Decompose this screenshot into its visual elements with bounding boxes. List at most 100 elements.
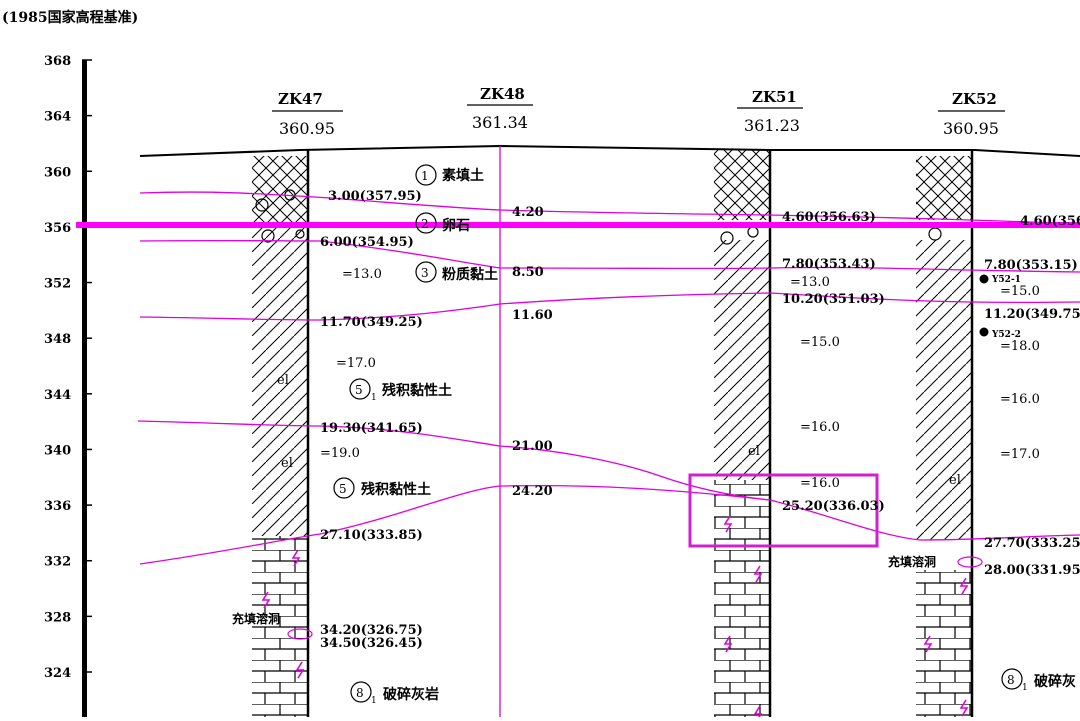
spt-value: =17.0	[1000, 447, 1040, 462]
depth-label: 3.00(357.95)	[328, 189, 422, 204]
axis-tick-label: 360	[44, 165, 71, 180]
depth-label: 27.10(333.85)	[320, 528, 423, 543]
elevation-axis-bar	[82, 60, 87, 717]
cave-fill-label: 充填溶洞	[888, 554, 936, 569]
axis-tick-label: 352	[44, 277, 71, 292]
borehole-column-zk47	[252, 150, 310, 717]
depth-label: 28.00(331.95)	[984, 563, 1080, 578]
svg-text:5: 5	[355, 383, 363, 397]
depth-label: 7.80(353.15)	[984, 258, 1078, 273]
svg-text:8: 8	[356, 686, 364, 700]
svg-text:1: 1	[421, 169, 429, 183]
depth-labels-zk47: 3.00(357.95) 6.00(354.95) 11.70(349.25) …	[320, 189, 423, 651]
axis-tick-label: 348	[44, 332, 71, 347]
axis-tick-label: 324	[44, 666, 71, 681]
spt-value: =15.0	[800, 335, 840, 350]
borehole-elevation: 360.95	[943, 119, 999, 138]
depth-label: 6.00(354.95)	[320, 235, 414, 250]
depth-label: 24.20	[512, 484, 553, 499]
axis-tick-label: 340	[44, 443, 71, 458]
layer-name: 残积黏性土	[382, 382, 452, 399]
layer-boundaries	[137, 191, 1080, 565]
layer-name: 素填土	[442, 167, 484, 184]
svg-text:5: 5	[339, 482, 347, 496]
depth-label: 4.60(356.63)	[782, 210, 876, 225]
spt-value: =16.0	[800, 476, 840, 491]
layer-label-residual-5-1: 5 1 残积黏性土	[349, 378, 452, 403]
depth-label: 4.60(356	[1020, 214, 1080, 229]
cave-fill-label: 充填溶洞	[232, 611, 280, 626]
spt-value: =16.0	[800, 420, 840, 435]
svg-text:1: 1	[371, 696, 377, 706]
depth-labels-zk51: 4.60(356.63) 7.80(353.43) 10.20(351.03) …	[782, 210, 885, 514]
axis-tick-label: 328	[44, 610, 71, 625]
depth-label: 10.20(351.03)	[782, 292, 885, 307]
boundary-silty-clay-base	[139, 292, 1080, 321]
borehole-elevation: 361.23	[744, 116, 800, 135]
fill-soil-pattern	[916, 156, 972, 220]
layer-name: 卵石	[442, 217, 470, 234]
axis-tick-label: 368	[44, 54, 71, 69]
fill-soil-pattern	[252, 156, 308, 226]
depth-label: 8.50	[512, 265, 544, 280]
depth-label: 21.00	[512, 439, 553, 454]
svg-text:3: 3	[421, 266, 429, 280]
clay-pattern	[916, 240, 972, 540]
depth-label: 19.30(341.65)	[320, 421, 423, 436]
depth-label: 34.50(326.45)	[320, 636, 423, 651]
layer-name: 破碎灰岩	[383, 686, 439, 703]
limestone-pattern	[252, 536, 308, 717]
sample-label: Y52-2	[991, 330, 1021, 340]
el-label: el	[949, 473, 961, 488]
depth-label: 11.20(349.75)	[984, 307, 1080, 322]
depth-labels-zk52: 4.60(356 7.80(353.15) 11.20(349.75) 27.7…	[984, 214, 1080, 578]
borehole-column-zk51	[714, 150, 772, 717]
depth-label: 27.70(333.25)	[984, 536, 1080, 551]
boundary-residual-5-base	[139, 484, 771, 565]
ground-surface-line	[139, 144, 1080, 157]
borehole-elevation: 361.34	[472, 113, 528, 132]
clay-pattern	[714, 240, 770, 480]
borehole-id: ZK47	[278, 90, 323, 108]
axis-tick-label: 344	[44, 388, 71, 403]
borehole-header-zk47: ZK47 360.95	[272, 90, 343, 138]
boundary-fill-base	[139, 191, 1080, 225]
boundary-gravel-base	[139, 239, 1080, 273]
el-label: el	[281, 456, 293, 471]
spt-values: =13.0 =17.0 =19.0 =13.0 =15.0 =16.0 =16.…	[320, 267, 1040, 491]
borehole-id: ZK51	[752, 88, 797, 106]
layer-name: 粉质黏土	[442, 266, 498, 283]
spt-value: =16.0	[1000, 392, 1040, 407]
el-label: el	[277, 373, 289, 388]
depth-label: 7.80(353.43)	[782, 257, 876, 272]
borehole-header-zk51: ZK51 361.23	[737, 88, 803, 135]
el-label: el	[748, 444, 760, 459]
layer-label-fill: 1 素填土	[415, 164, 484, 186]
svg-text:8: 8	[1007, 673, 1015, 687]
datum-note: (1985国家高程基准)	[2, 9, 138, 26]
depth-labels-zk48: 4.20 8.50 11.60 21.00 24.20	[512, 205, 553, 499]
cave-mark	[957, 556, 983, 568]
axis-tick-label: 336	[44, 499, 71, 514]
layer-label-broken-limestone-a: 8 1 破碎灰岩	[350, 681, 439, 706]
svg-text:1: 1	[1022, 683, 1028, 693]
depth-label: 11.70(349.25)	[320, 315, 423, 330]
depth-label: 25.20(336.03)	[782, 499, 885, 514]
axis-tick-label: 364	[44, 110, 71, 125]
borehole-id: ZK52	[952, 90, 997, 108]
borehole-id: ZK48	[480, 85, 525, 103]
spt-value: =15.0	[1000, 284, 1040, 299]
borehole-column-zk52	[916, 150, 974, 717]
layer-name: 破碎灰	[1034, 673, 1076, 690]
svg-text:2: 2	[421, 217, 429, 231]
cave-mark	[287, 628, 313, 640]
borehole-header-zk52: ZK52 360.95	[938, 90, 1005, 138]
sample-label: Y52-1	[991, 275, 1021, 285]
highlight-box	[688, 473, 879, 548]
depth-label: 34.20(326.75)	[320, 623, 423, 638]
layer-label-gravel: 2 卵石	[415, 212, 470, 234]
depth-label: 11.60	[512, 308, 553, 323]
